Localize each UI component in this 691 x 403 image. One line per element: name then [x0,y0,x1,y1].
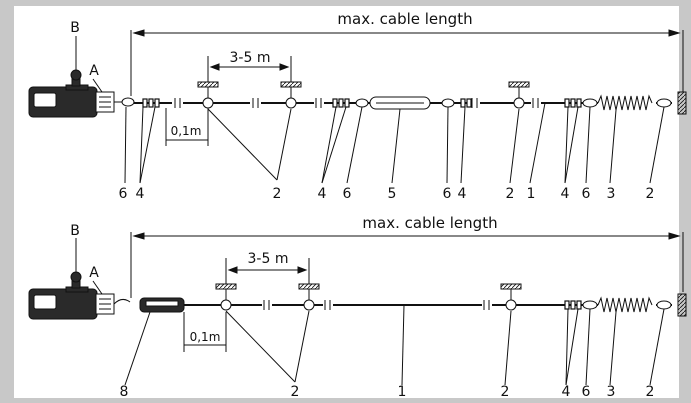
spacing-label: 3-5 m [230,50,271,66]
diagram-top [28,29,687,184]
callout: 2 [646,186,655,202]
callout: 3 [607,186,616,202]
anchor-wall-top [677,91,687,115]
anchor-wall-bottom [677,293,687,317]
callout: 6 [582,384,591,398]
label-a-2: A [89,265,99,281]
label-b: B [70,20,80,36]
tension-spring-top [597,94,653,111]
small-dimension-label: 0,1m [171,124,202,138]
callout: 6 [443,186,452,202]
callout-numbers-top: 6 4 2 4 6 5 6 4 2 1 4 6 3 2 [119,186,655,202]
label-b-2: B [70,223,80,239]
callout: 4 [561,186,570,202]
callout: 6 [343,186,352,202]
callout-numbers-bottom: 8 2 1 2 4 6 3 2 [120,384,655,400]
callout: 4 [136,186,145,202]
paper-area [14,6,679,398]
safety-switch [28,69,135,118]
spacing-dimension-top [207,56,292,82]
callout: 2 [291,384,300,398]
eye-bolts-bottom [215,283,522,311]
callout: 2 [646,384,655,398]
callout: 4 [318,186,327,202]
callout-leaders-bottom [124,304,665,386]
turnbuckle [369,96,431,110]
callout: 8 [120,384,129,398]
leader-a-2 [92,280,103,295]
small-dimension-label-2: 0,1m [190,330,221,344]
thimbles-top [355,98,672,108]
callout-leaders-top [124,102,665,184]
max-cable-length-label-2: max. cable length [362,214,497,232]
eye-bolts-top [197,81,530,109]
spacing-label-2: 3-5 m [248,251,289,267]
callout: 4 [562,384,571,398]
callout: 4 [458,186,467,202]
callout: 2 [273,186,282,202]
leader-a [92,78,103,93]
thimbles-bottom [582,300,672,310]
spacing-dimension-bottom [225,258,310,284]
callout: 2 [501,384,510,398]
callout: 1 [398,384,407,398]
callout: 3 [607,384,616,398]
cable-breaks-top [174,98,539,108]
rope-tensioner [139,297,185,313]
rope-clamps-bottom [564,300,582,310]
max-cable-length-label: max. cable length [337,10,472,28]
tension-spring-bottom [597,296,653,313]
rope-clamps-top [142,98,582,108]
small-dimension-top [165,108,209,146]
safety-switch-2 [28,271,131,320]
callout: 1 [527,186,536,202]
callout: 5 [388,186,397,202]
callout: 2 [506,186,515,202]
cable-breaks-bottom [263,300,490,310]
callout: 6 [582,186,591,202]
small-dimension-bottom [183,312,227,352]
callout: 6 [119,186,128,202]
max-cable-length-dimension-2 [130,232,684,298]
diagram-bottom [28,232,687,386]
max-cable-length-dimension [130,29,684,96]
label-a: A [89,63,99,79]
